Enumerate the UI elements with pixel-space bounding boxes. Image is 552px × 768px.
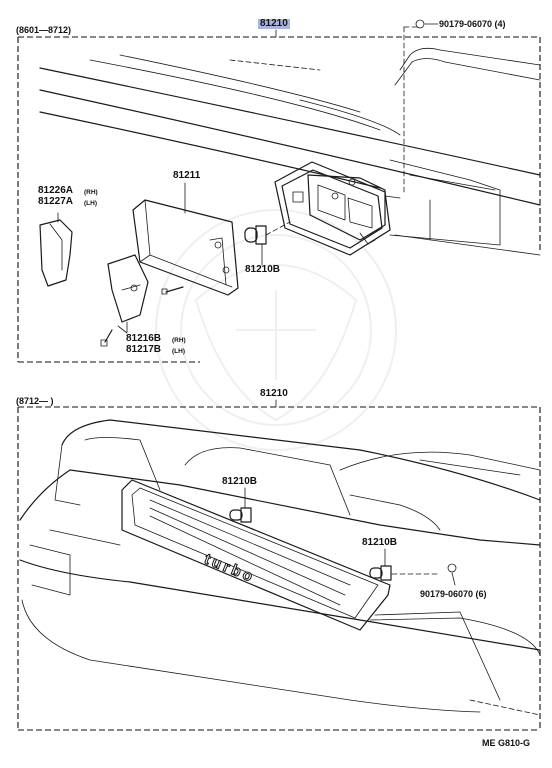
bottom-clip-label[interactable]: 90179-06070 (6) (420, 589, 487, 599)
bracket-rh-label[interactable]: 81216B (126, 333, 162, 344)
bulb-bottom-left-label[interactable]: 81210B (222, 476, 258, 487)
bottom-car-body (19, 419, 541, 716)
diagram-code-label: ME G810-G (482, 738, 531, 748)
bulb-top-graphic (244, 221, 291, 266)
lens-label[interactable]: 81211 (173, 170, 201, 181)
top-clip-graphic (403, 19, 439, 196)
top-period-label: (8601—8712) (16, 25, 72, 35)
bulb-bottom-left-graphic (229, 487, 252, 523)
bulb-bottom-right-label[interactable]: 81210B (362, 537, 398, 548)
bracket-graphic (107, 254, 149, 333)
top-frame (17, 29, 541, 363)
bottom-lamp-panel (121, 479, 391, 631)
top-main-part-label[interactable]: 81210 (258, 18, 290, 29)
lens-graphic (132, 182, 239, 296)
top-car-body (39, 47, 541, 256)
side-cover-rh-side: (RH) (84, 189, 98, 196)
side-cover-lh-side: (LH) (84, 200, 97, 207)
bracket-lh-label[interactable]: 81217B (126, 344, 162, 355)
side-cover-lh-label[interactable]: 81227A (38, 196, 74, 207)
bracket-lh-side: (LH) (172, 348, 185, 355)
watermark-emblem (155, 209, 397, 451)
bottom-frame (17, 399, 541, 731)
bracket-rh-side: (RH) (172, 337, 186, 344)
bottom-main-part-label[interactable]: 81210 (260, 388, 288, 399)
screws-top-graphic (100, 286, 184, 347)
bulb-bottom-right-graphic (369, 548, 441, 581)
side-cover-graphic (39, 212, 73, 287)
bottom-clip-graphic (447, 563, 457, 586)
lamp-housing-graphic (274, 161, 401, 256)
bottom-period-label: (8712— ) (16, 396, 54, 406)
top-clip-label[interactable]: 90179-06070 (4) (439, 19, 506, 29)
bulb-top-label[interactable]: 81210B (245, 264, 281, 275)
side-cover-rh-label[interactable]: 81226A (38, 185, 74, 196)
